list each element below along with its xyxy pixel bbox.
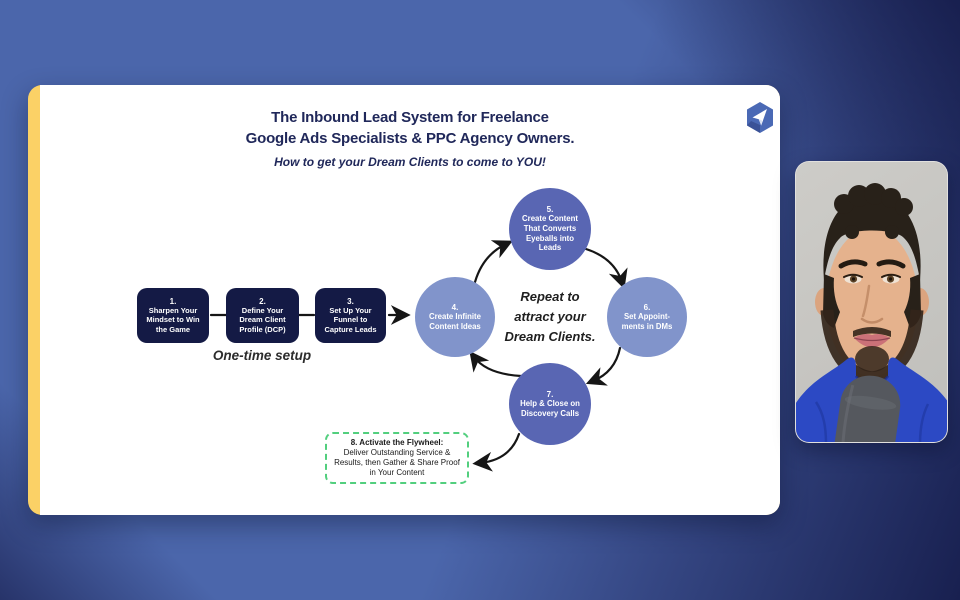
presenter-webcam (795, 161, 948, 443)
step-number: 3. (347, 296, 354, 306)
step-label: Sharpen Your Mindset to Win the Game (146, 305, 200, 334)
center-text-line2: attract your (514, 309, 586, 324)
step-label: Define Your Dream Client Profile (DCP) (239, 305, 286, 334)
send-hexagon-icon (745, 101, 775, 134)
slide-title-line1: The Inbound Lead System for Freelance (271, 109, 549, 126)
slide-subtitle: How to get your Dream Clients to come to… (274, 155, 546, 169)
cycle-step-7: 7. Help & Close on Discovery Calls (509, 363, 591, 445)
step-label: Create Content That Converts Eyeballs in… (522, 214, 578, 253)
presenter-illustration (796, 162, 947, 442)
step-number: 7. (546, 389, 554, 399)
flywheel-body: Deliver Outstanding Service & Results, t… (334, 448, 460, 477)
step-number: 6. (643, 302, 651, 312)
cycle-step-5: 5. Create Content That Converts Eyeballs… (509, 188, 591, 270)
step-number: 2. (259, 296, 266, 306)
step-label: Help & Close on Discovery Calls (520, 398, 580, 418)
cycle-step-4: 4. Create Infinite Content Ideas (415, 277, 495, 357)
cycle-step-6: 6. Set Appoint‑ ments in DMs (607, 277, 687, 357)
slide-canvas: The Inbound Lead System for Freelance Go… (40, 85, 780, 515)
center-text-line3: Dream Clients. (504, 329, 596, 344)
step-number: 4. (451, 302, 459, 312)
presentation-slide: The Inbound Lead System for Freelance Go… (28, 85, 780, 515)
step-number: 1. (169, 296, 177, 306)
slide-title: The Inbound Lead System for Freelance Go… (100, 107, 720, 149)
center-text-line1: Repeat to (520, 289, 580, 304)
step-label: Set Up Your Funnel to Capture Leads (324, 305, 377, 334)
setup-step-3: 3. Set Up Your Funnel to Capture Leads (315, 288, 386, 343)
microphone-icon (831, 375, 901, 442)
step-number: 5. (546, 205, 554, 215)
flywheel-title: 8. Activate the Flywheel: (350, 438, 444, 448)
step-label: Create Infinite Content Ideas (429, 311, 481, 331)
slide-title-line2: Google Ads Specialists & PPC Agency Owne… (245, 130, 575, 147)
setup-step-2: 2. Define Your Dream Client Profile (DCP… (226, 288, 299, 343)
step-label: Set Appoint‑ ments in DMs (621, 311, 673, 331)
setup-step-1: 1. Sharpen Your Mindset to Win the Game (137, 288, 209, 343)
setup-caption: One-time setup (212, 348, 312, 363)
cycle-center-text: Repeat to attract your Dream Clients. (487, 287, 613, 347)
flywheel-step-8: 8. Activate the Flywheel: Deliver Outsta… (325, 432, 469, 484)
